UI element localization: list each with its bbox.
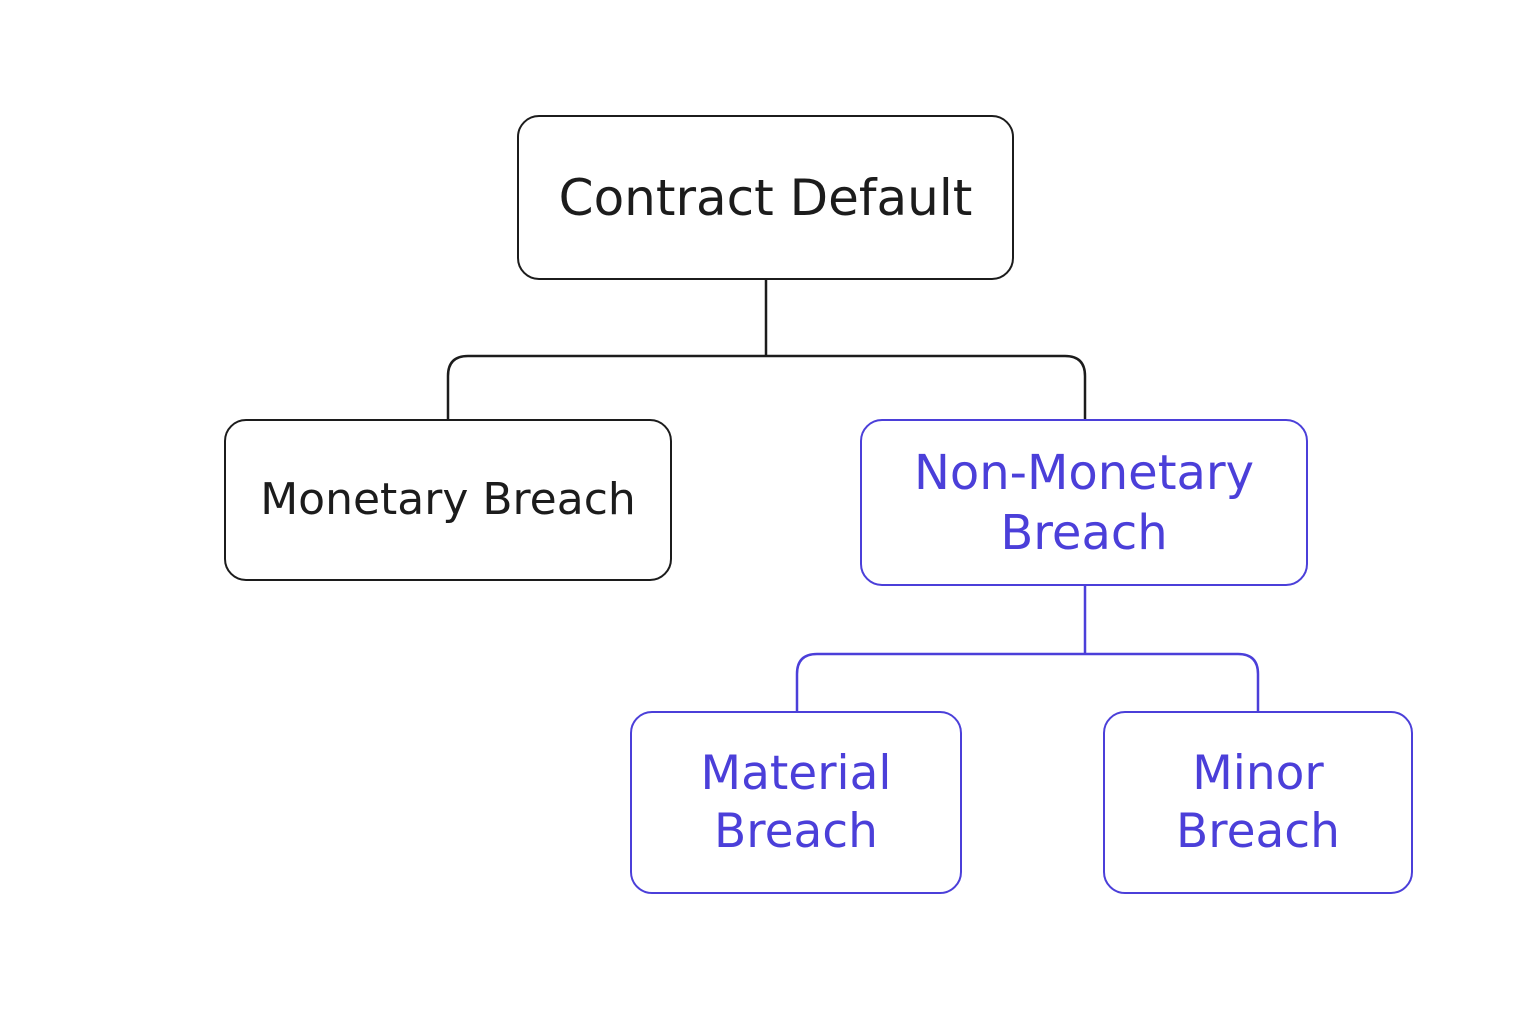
node-contract-default: Contract Default <box>517 115 1014 280</box>
node-minor-breach: Minor Breach <box>1103 711 1413 894</box>
node-label-line: Breach <box>1176 803 1340 859</box>
node-label-line: Breach <box>714 803 878 859</box>
connector-root-to-level1 <box>446 280 1087 419</box>
node-label-line: Non-Monetary <box>913 444 1255 501</box>
node-non-monetary-breach: Non-Monetary Breach <box>860 419 1308 586</box>
node-label-line: Contract Default <box>558 168 973 227</box>
connector-nonmonetary-to-level2 <box>795 586 1260 711</box>
node-label-line: Monetary Breach <box>260 474 636 525</box>
node-label-line: Minor <box>1192 745 1324 801</box>
node-monetary-breach: Monetary Breach <box>224 419 672 581</box>
node-material-breach: Material Breach <box>630 711 962 894</box>
node-label-line: Breach <box>1000 504 1168 561</box>
node-label-line: Material <box>700 745 892 801</box>
